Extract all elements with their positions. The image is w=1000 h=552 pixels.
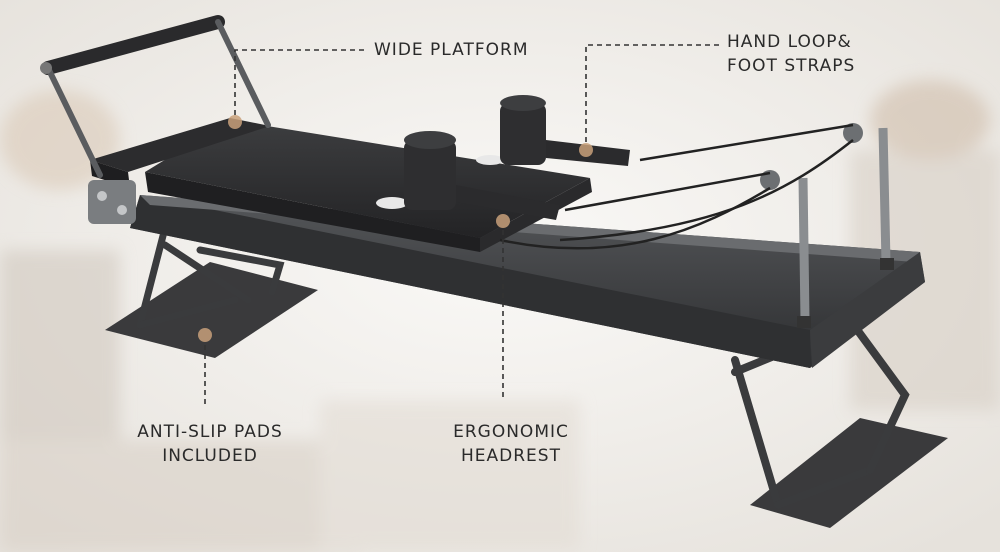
- feature-markers: [198, 115, 593, 342]
- spring-bracket: [88, 180, 136, 224]
- callout-headrest-text: HEADREST: [461, 446, 561, 466]
- callout-ergonomic-headrest: ERGONOMIC HEADREST: [438, 420, 584, 468]
- callout-included-text: INCLUDED: [162, 446, 258, 466]
- callout-foot-straps-text: FOOT STRAPS: [727, 56, 856, 76]
- callout-wide-platform: WIDE PLATFORM: [374, 38, 529, 62]
- callout-anti-slip-pads: ANTI-SLIP PADS INCLUDED: [128, 420, 292, 468]
- callout-wide-platform-text: WIDE PLATFORM: [374, 40, 529, 60]
- anti-slip-pad-left: [105, 262, 318, 358]
- foot-bar: [40, 15, 271, 178]
- shoulder-block-front: [404, 131, 456, 210]
- pulley-ropes: [499, 123, 854, 250]
- callout-anti-slip-text: ANTI-SLIP PADS: [137, 422, 283, 442]
- shoulder-block-back: [500, 95, 546, 165]
- callout-hand-loop-text: HAND LOOP&: [727, 32, 852, 52]
- callout-ergonomic-text: ERGONOMIC: [453, 422, 569, 442]
- callout-leader-lines: [204, 44, 720, 405]
- callout-hand-loop-foot-straps: HAND LOOP& FOOT STRAPS: [727, 30, 855, 78]
- leg-left: [136, 224, 285, 329]
